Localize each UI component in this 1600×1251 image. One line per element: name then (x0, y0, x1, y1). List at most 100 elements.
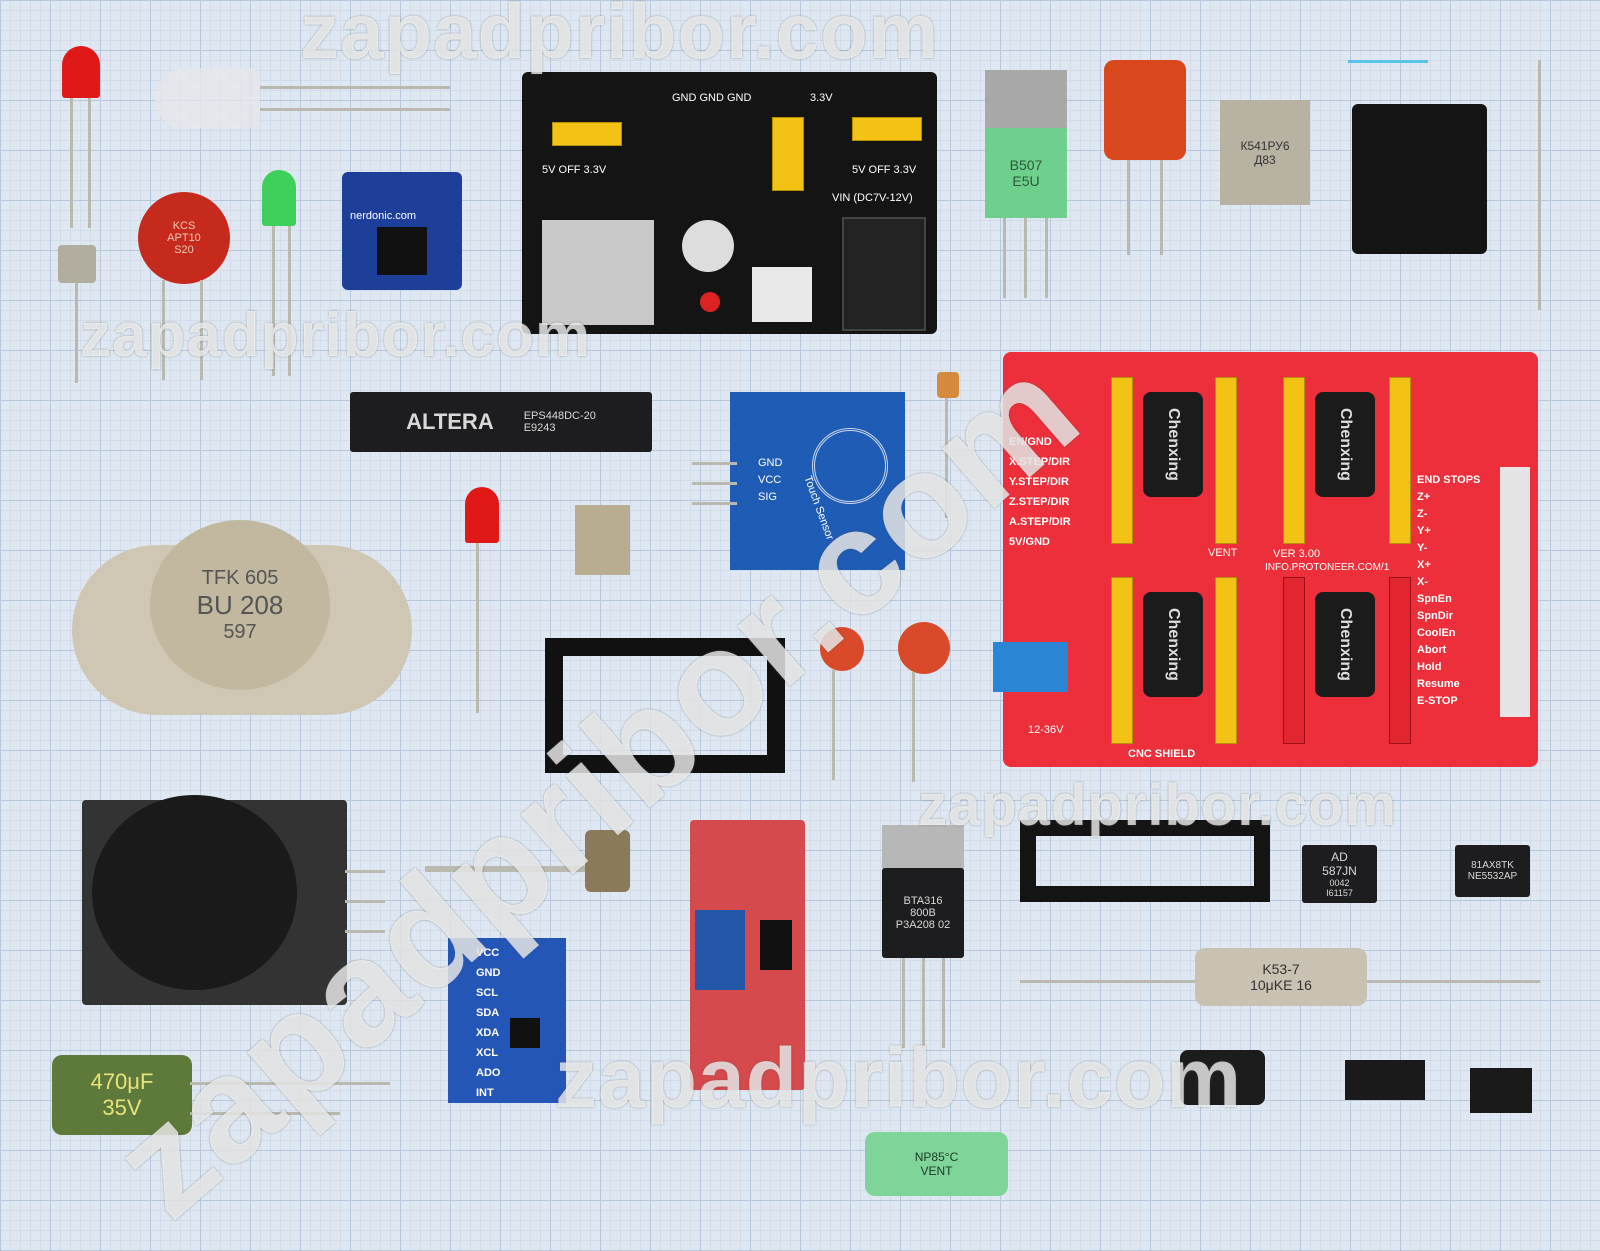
jumper (552, 122, 622, 146)
triac-tab (882, 825, 964, 870)
capacitor-lead (1127, 160, 1130, 255)
triac: BTA316 800B P3A208 02 (882, 868, 964, 958)
metal-ic: К541РУ6 Д83 (1220, 100, 1310, 205)
label-5v-gnd: 5V/GND (1009, 536, 1050, 548)
film-capacitor (1104, 60, 1186, 160)
red-led (700, 292, 720, 312)
triac-line3: P3A208 02 (895, 919, 951, 931)
triac-lead (922, 958, 925, 1048)
pin-header (345, 870, 385, 873)
label-x-step: X.STEP/DIR (1009, 456, 1071, 468)
jumper (852, 117, 922, 141)
label-x-minus: X- (1417, 576, 1428, 588)
led-lead (260, 86, 450, 89)
varistor-line3: S20 (174, 244, 194, 256)
ic-socket (545, 638, 785, 773)
ne5532-line2: NE5532AP (1467, 871, 1518, 882)
smd-chip (1470, 1068, 1532, 1113)
cnc-title: CNC SHIELD (1128, 748, 1196, 760)
pin-xcl: XCL (476, 1047, 498, 1059)
bipolar-capacitors: NP85°C VENT (865, 1132, 1008, 1196)
label-spndir: SpnDir (1417, 610, 1454, 622)
jumper (772, 117, 804, 191)
pin-header-white (1500, 467, 1530, 717)
capacitor-lead (912, 672, 915, 782)
led-lead (476, 543, 479, 713)
pin-header (692, 482, 737, 485)
header-yellow (1111, 377, 1133, 544)
ad587-line2: 587JN (1322, 864, 1357, 878)
label-coolen: CoolEn (1417, 627, 1456, 639)
green-led (262, 170, 296, 226)
pin-header (345, 900, 385, 903)
stepper-driver: Chenxing (1143, 592, 1203, 697)
ne5532-line1: 81AX8TK (1471, 860, 1514, 871)
bipolar-sub: VENT (920, 1164, 953, 1178)
pin-ado: ADO (476, 1067, 501, 1079)
to3-line3: 597 (223, 620, 257, 643)
label-z-minus: Z- (1417, 508, 1428, 520)
smd-chip (1345, 1060, 1425, 1100)
eprom-brand: ALTERA (406, 409, 494, 434)
header-red (1389, 577, 1411, 744)
k53-line2: 10μKE 16 (1250, 977, 1312, 993)
power-vin-label: VIN (DC7V-12V) (832, 192, 913, 204)
stepper-driver: Chenxing (1143, 392, 1203, 497)
label-y-minus: Y- (1417, 542, 1428, 554)
triac-line2: 800B (910, 907, 936, 919)
capacitor-lead (190, 1082, 390, 1085)
electrolytic-capacitor: 470μF 35V (52, 1055, 192, 1135)
cnc-left-labels: EN/GND X.STEP/DIR Y.STEP/DIR Z.STEP/DIR … (1009, 432, 1071, 552)
transistor-lead (1003, 218, 1006, 298)
label-y-plus: Y+ (1417, 525, 1431, 537)
red-led (465, 487, 499, 543)
pin-header (692, 502, 737, 505)
header-yellow (1283, 377, 1305, 544)
pin-sda: SDA (476, 1007, 500, 1019)
k53-capacitor: K53-7 10μKE 16 (1195, 948, 1367, 1006)
capacitor-lead (1160, 160, 1163, 255)
sensor-module (690, 820, 805, 1090)
label-e-stop: E-STOP (1417, 695, 1458, 707)
led-lead (288, 226, 291, 376)
breadboard-power-module: 5V OFF 3.3V GND GND GND 3.3V 5V OFF 3.3V… (522, 72, 937, 334)
header-red (1283, 577, 1305, 744)
cnc-voltage: 12-36V (1028, 724, 1064, 736)
label-z-step: Z.STEP/DIR (1009, 496, 1070, 508)
pin-xda: XDA (476, 1027, 500, 1039)
to3-line2: BU 208 (196, 589, 284, 620)
label-a-step: A.STEP/DIR (1009, 516, 1071, 528)
pin-sig: SIG (758, 491, 777, 503)
chip (377, 227, 427, 275)
header-yellow (1215, 377, 1237, 544)
to220-heatsink (985, 70, 1067, 130)
transistor-lead (1045, 218, 1048, 298)
label-en-gnd: EN/GND (1009, 436, 1052, 448)
label-z-plus: Z+ (1417, 491, 1431, 503)
transistor-lead (1024, 218, 1027, 298)
cnc-right-labels: END STOPS Z+ Z- Y+ Y- X+ X- SpnEn SpnDir… (1417, 472, 1480, 710)
bipolar-text: NP85°C (914, 1150, 959, 1164)
metal-can-transistor (58, 245, 96, 283)
stepper-driver: Chenxing (1315, 592, 1375, 697)
touch-sensor-module: GND VCC SIG Touch Sensor (730, 392, 905, 570)
led-lead (88, 98, 91, 228)
power-label-right: 5V OFF 3.3V (852, 164, 917, 176)
mpu-pins: VCC GND SCL SDA XDA XCL ADO INT (476, 943, 500, 1103)
ne5532-chip: 81AX8TK NE5532AP (1455, 845, 1530, 897)
resistor (1348, 60, 1428, 63)
watermark: zapadpribor.com (80, 301, 592, 370)
ceramic-capacitor (898, 622, 950, 674)
capacitor (682, 220, 734, 272)
to3-line1: TFK 605 (201, 566, 279, 589)
ceramic-capacitor (820, 627, 864, 671)
chip (760, 920, 792, 970)
varistor-lead (162, 280, 165, 380)
ic-socket-small (1020, 820, 1270, 902)
joystick-knob (92, 795, 297, 990)
power-label-33: 3.3V (810, 92, 833, 104)
watermark: zapadpribor.com (555, 1031, 1243, 1125)
dc-jack (842, 217, 926, 331)
header-yellow (1111, 577, 1133, 744)
triac-line1: BTA316 (903, 895, 943, 907)
